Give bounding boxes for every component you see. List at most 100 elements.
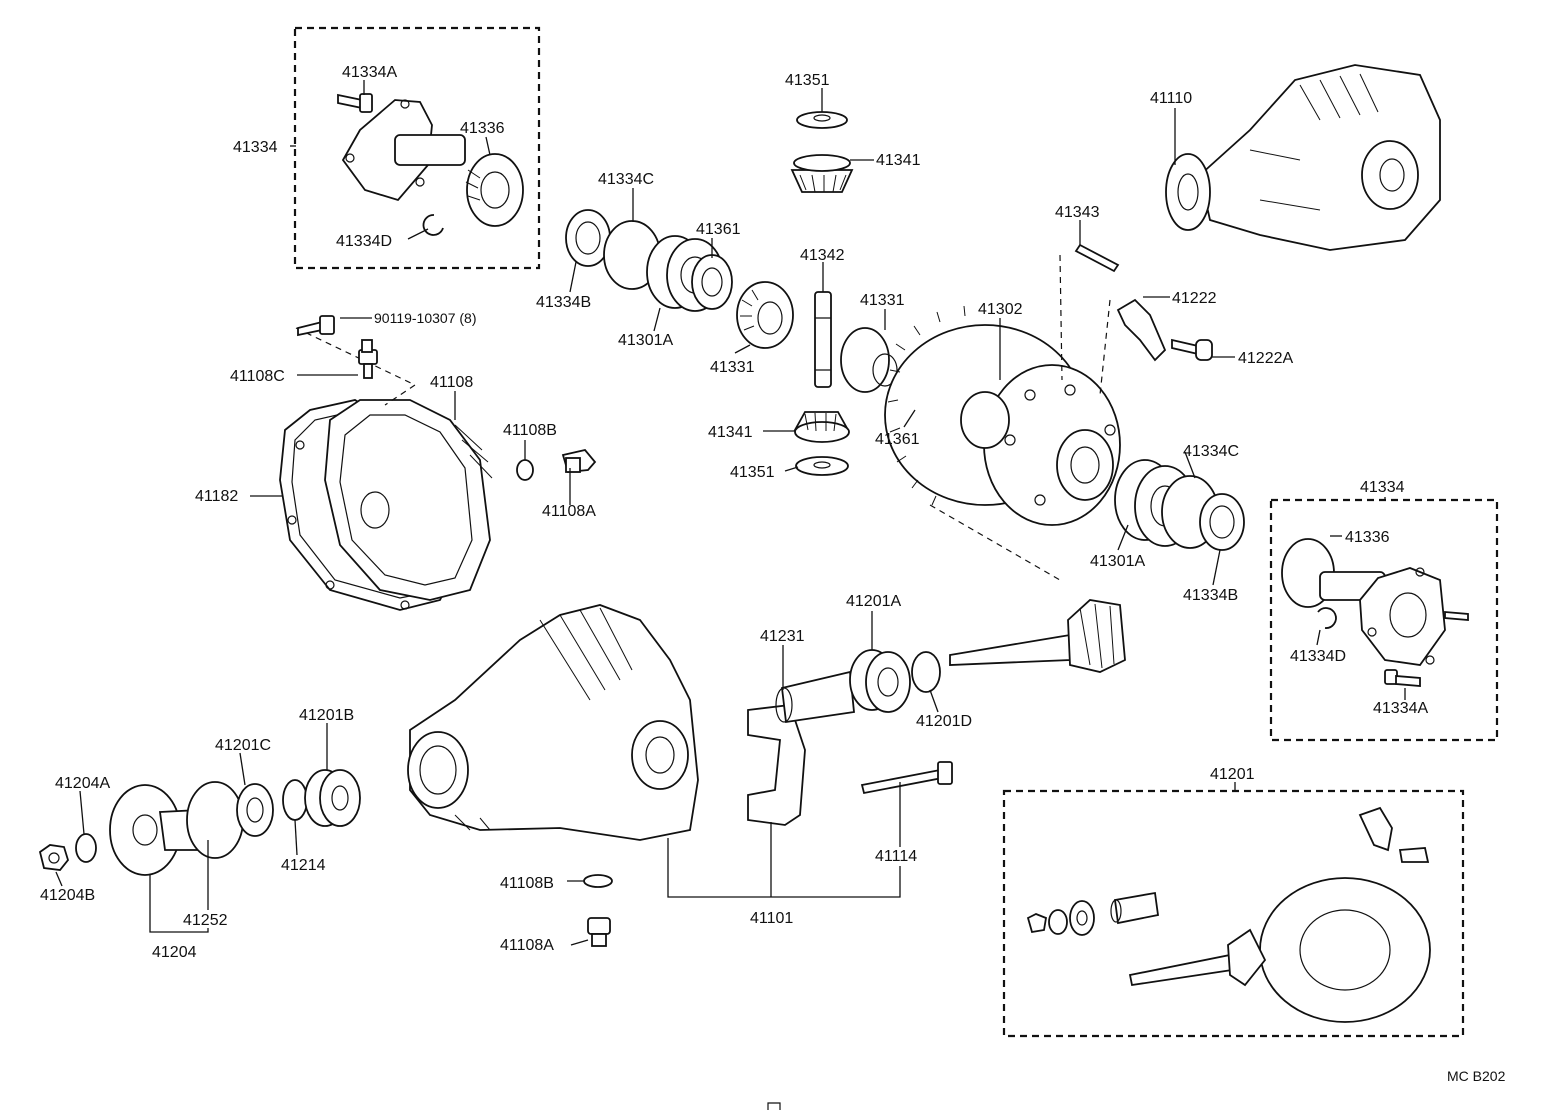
bolt-41114 (860, 761, 953, 795)
label-41334A-right: 41334A (1373, 700, 1428, 717)
label-41334-top: 41334 (233, 139, 278, 156)
label-41204A: 41204A (55, 775, 110, 792)
registration-mark (767, 1102, 781, 1110)
plate-41361-left (691, 254, 733, 310)
dashed-leader-ring-gear (929, 504, 1061, 581)
part-labels: 41334A 41334 41336 41334D 41351 41341 41… (40, 64, 1506, 1084)
label-41201C: 41201C (215, 737, 271, 754)
label-41108C: 41108C (230, 368, 285, 385)
label-drawing-reference: MC B202 (1447, 1068, 1506, 1084)
leader-lines (55, 80, 1406, 946)
gasket-41108B-top (516, 459, 534, 481)
label-41182: 41182 (195, 488, 238, 505)
kit-41201-parts (1026, 806, 1431, 1023)
gasket-41108B-bottom (583, 874, 613, 888)
label-41108B-top: 41108B (503, 422, 557, 439)
group-box-41201 (1002, 789, 1465, 1038)
label-41334D-top: 41334D (336, 233, 392, 250)
companion-flange-41204 (109, 781, 244, 876)
bolt-41334A-top (337, 93, 373, 113)
side-gear-41341-top (790, 154, 854, 193)
label-41361-top: 41361 (696, 221, 741, 238)
label-41204B: 41204B (40, 887, 95, 904)
label-41361-bottom: 41361 (875, 431, 920, 448)
snap-ring-41334D-right (1317, 607, 1337, 629)
label-41334-right: 41334 (1360, 479, 1405, 496)
group-box-41334-right (1269, 498, 1499, 742)
label-41351-bottom: 41351 (730, 464, 775, 481)
label-90119-10307: 90119-10307 (8) (374, 310, 476, 326)
bearing-41201A (849, 649, 911, 713)
label-41101: 41101 (750, 910, 793, 927)
group-box-41334-top (293, 26, 541, 270)
label-41222A: 41222A (1238, 350, 1293, 367)
washer-41201D (911, 651, 941, 693)
pinion-gear-41331-left (736, 281, 794, 349)
label-41214: 41214 (281, 857, 326, 874)
label-41108: 41108 (430, 374, 473, 391)
label-41342: 41342 (800, 247, 845, 264)
carrier-housing-41101 (407, 604, 699, 841)
label-41351-top: 41351 (785, 72, 830, 89)
bolt-41222A (1171, 338, 1213, 361)
side-gear-41341-bottom (793, 411, 850, 443)
pinion-gear-41331-right (840, 327, 898, 393)
label-41301A-left: 41301A (618, 332, 673, 349)
label-41201: 41201 (1210, 766, 1255, 783)
breather-41108C (358, 339, 378, 379)
differential-case-41302 (960, 364, 1121, 526)
drive-pinion (949, 599, 1126, 673)
label-41341-top: 41341 (876, 152, 921, 169)
label-41334C-right: 41334C (1183, 443, 1239, 460)
oil-seal-41334B-right (1199, 493, 1245, 551)
label-41108B-bottom: 41108B (500, 875, 554, 892)
label-41201D: 41201D (916, 713, 972, 730)
label-41302: 41302 (978, 301, 1023, 318)
label-41334D-right: 41334D (1290, 648, 1346, 665)
axle-flange-assembly-right (1319, 567, 1469, 666)
bearing-41201B (304, 769, 361, 827)
label-41252: 41252 (183, 912, 228, 929)
bearing-41201C (236, 783, 274, 837)
dashed-leader-bracket (1099, 299, 1111, 396)
label-41331-right: 41331 (860, 292, 905, 309)
label-41108A-bottom: 41108A (500, 937, 554, 954)
rear-cover-41108 (324, 399, 493, 601)
bolt-41334A-right (1384, 669, 1421, 687)
label-41341-bottom: 41341 (708, 424, 753, 441)
label-41108A-top: 41108A (542, 503, 596, 520)
label-41231: 41231 (760, 628, 805, 645)
bolt-90119 (297, 315, 335, 337)
washer-41351-bottom (795, 456, 849, 476)
label-41110: 41110 (1150, 90, 1192, 107)
label-41334A-top: 41334A (342, 64, 397, 81)
plug-41108A-bottom (587, 917, 611, 947)
bearing-cap-41101 (747, 704, 806, 826)
axle-flange-assembly-top (341, 99, 524, 227)
carrier-assembly-41110 (1165, 64, 1441, 251)
spacer-41231 (781, 670, 855, 724)
label-41301A-right: 41301A (1090, 553, 1145, 570)
label-41343: 41343 (1055, 204, 1100, 221)
label-41201B: 41201B (299, 707, 354, 724)
dashed-leader-bolt (295, 327, 417, 406)
spacer-41214 (282, 779, 308, 821)
bracket-41222 (1116, 298, 1167, 362)
label-41201A: 41201A (846, 593, 901, 610)
label-41334B-right: 41334B (1183, 587, 1238, 604)
washer-41204A (75, 833, 97, 863)
dashed-leader-pin (1059, 254, 1063, 381)
snap-ring-41334D-top (422, 214, 444, 236)
label-41336-right: 41336 (1345, 529, 1390, 546)
pinion-shaft-41342 (814, 291, 832, 388)
label-41331-left: 41331 (710, 359, 755, 376)
label-41334C-left: 41334C (598, 171, 654, 188)
nut-41204B (38, 844, 70, 871)
label-41204: 41204 (152, 944, 197, 961)
plug-41108A-top (561, 449, 597, 473)
label-41334B-left: 41334B (536, 294, 591, 311)
pin-41343 (1074, 243, 1120, 273)
label-41114: 41114 (875, 848, 917, 865)
label-41336-top: 41336 (460, 120, 505, 137)
